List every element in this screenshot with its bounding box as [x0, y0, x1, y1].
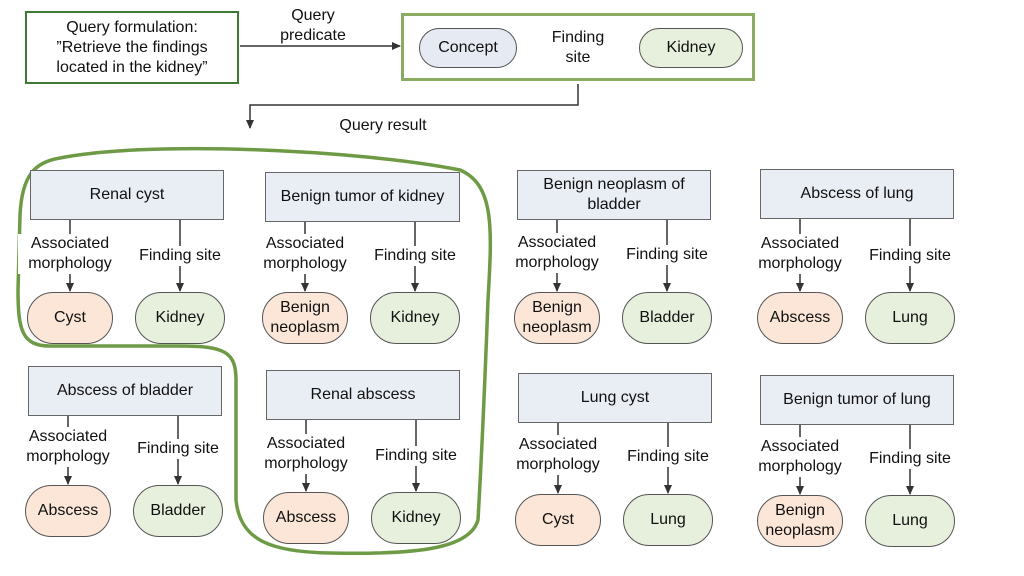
predicate-concept-node: Concept: [419, 28, 517, 68]
predicate-target-node: Kidney: [639, 28, 743, 68]
query-result-outline: [16, 146, 493, 556]
associated-morphology-label: Associated morphology: [506, 435, 610, 475]
finding-site-node: Bladder: [622, 292, 712, 344]
associated-morphology-label: Associated morphology: [253, 234, 357, 274]
finding-site-label: Finding site: [617, 245, 717, 265]
associated-morphology-label: Associated morphology: [505, 233, 609, 273]
morphology-node: Abscess: [263, 492, 349, 544]
concept-node: Renal abscess: [266, 370, 460, 420]
associated-morphology-label: Associated morphology: [18, 234, 122, 274]
query-formulation-box: Query formulation: ”Retrieve the finding…: [25, 11, 239, 84]
morphology-node: Cyst: [515, 494, 601, 546]
query-result-arrow: [246, 84, 579, 129]
morphology-node: Benign neoplasm: [262, 292, 348, 344]
concept-node: Abscess of lung: [760, 169, 954, 219]
predicate-relation-label: Finding site: [540, 28, 616, 68]
finding-site-label: Finding site: [365, 246, 465, 266]
finding-site-node: Lung: [865, 495, 955, 547]
finding-site-node: Lung: [623, 494, 713, 546]
concept-node: Benign tumor of kidney: [265, 172, 460, 222]
finding-site-label: Finding site: [618, 447, 718, 467]
finding-site-label: Finding site: [860, 449, 960, 469]
concept-node: Benign neoplasm of bladder: [517, 170, 711, 220]
query-predicate-label: Query predicate: [280, 7, 346, 44]
finding-site-label: Finding site: [860, 246, 960, 266]
finding-site-node: Kidney: [371, 492, 461, 544]
finding-site-node: Lung: [865, 292, 955, 344]
query-formulation-text: Query formulation: ”Retrieve the finding…: [56, 18, 208, 76]
finding-site-label: Finding site: [128, 439, 228, 459]
morphology-node: Abscess: [757, 292, 843, 344]
associated-morphology-label: Associated morphology: [16, 427, 120, 467]
associated-morphology-label: Associated morphology: [748, 234, 852, 274]
finding-site-label: Finding site: [130, 246, 230, 266]
query-result-label: Query result: [339, 117, 427, 134]
morphology-node: Abscess: [25, 485, 111, 537]
finding-site-node: Bladder: [133, 485, 223, 537]
morphology-node: Benign neoplasm: [757, 495, 843, 547]
concept-node: Benign tumor of lung: [760, 375, 954, 425]
morphology-node: Benign neoplasm: [514, 292, 600, 344]
finding-site-node: Kidney: [135, 292, 225, 344]
concept-node: Abscess of bladder: [28, 366, 222, 416]
finding-site-node: Kidney: [370, 292, 460, 344]
associated-morphology-label: Associated morphology: [254, 434, 358, 474]
morphology-node: Cyst: [27, 292, 113, 344]
finding-site-label: Finding site: [366, 446, 466, 466]
concept-node: Renal cyst: [30, 170, 224, 220]
associated-morphology-label: Associated morphology: [748, 437, 852, 477]
concept-node: Lung cyst: [518, 373, 712, 423]
